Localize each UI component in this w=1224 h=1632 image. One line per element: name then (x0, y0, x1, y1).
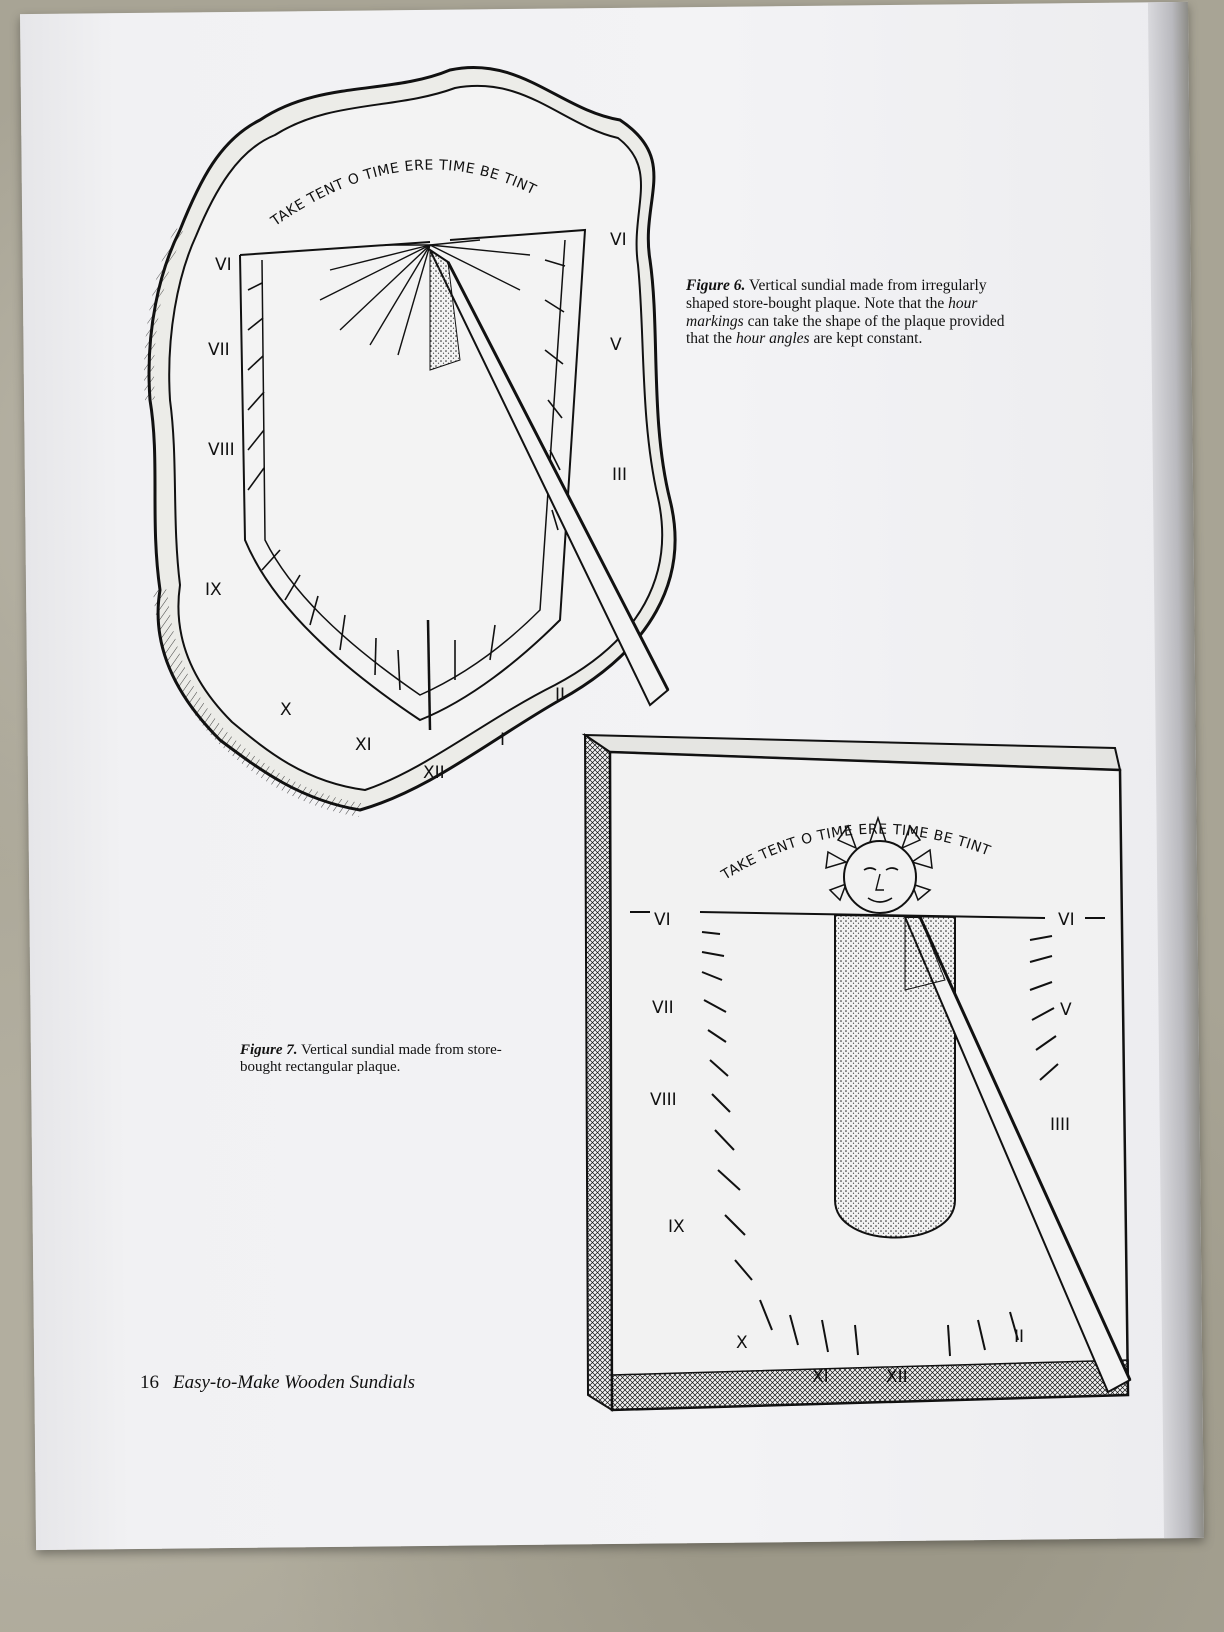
fig7-plaque-side (583, 733, 614, 1412)
fig7-numeral-vi-right: VI (1058, 910, 1075, 930)
fig6-numeral-x: X (280, 700, 292, 720)
figure-7-caption-text: Vertical sundial made from store-bought … (240, 1042, 502, 1076)
figure-6-caption-em1: hour markings (686, 294, 978, 330)
fig6-numeral-vi-right: VI (610, 230, 627, 250)
page-footer: 16 Easy-to-Make Wooden Sundials (140, 1372, 415, 1394)
fig6-numeral-ii: II (555, 685, 565, 705)
page-number: 16 (140, 1372, 159, 1393)
fig7-sun-face-icon (825, 815, 933, 914)
fig6-numeral-vi-left: VI (215, 255, 232, 275)
fig6-numeral-i: I (500, 730, 505, 750)
fig6-dial-outline (239, 228, 587, 722)
fig6-numeral-v: V (610, 335, 622, 355)
fig6-numeral-xii: XII (423, 763, 445, 783)
figure-7-caption: Figure 7. Vertical sundial made from sto… (240, 1042, 540, 1077)
fig7-numeral-vii: VII (652, 998, 674, 1018)
fig7-numeral-x: X (736, 1333, 748, 1353)
figure-6-caption-em2: hour angles (735, 330, 810, 348)
figure-6-caption: Figure 6. Vertical sundial made from irr… (686, 277, 1006, 348)
fig7-numeral-vi-left: VI (654, 910, 671, 930)
fig6-noon-line (426, 619, 432, 731)
fig6-numeral-ix: IX (205, 580, 222, 600)
running-title: Easy-to-Make Wooden Sundials (173, 1372, 416, 1393)
figure-6-label: Figure 6. (686, 277, 746, 294)
fig7-hour-ticks (701, 931, 1059, 1357)
fig7-numeral-viii: VIII (650, 1090, 677, 1110)
figure-6-caption-part1: Vertical sundial made from irregularly s… (686, 277, 987, 312)
fig7-numeral-ix: IX (668, 1217, 685, 1237)
fig6-numeral-vii: VII (208, 340, 230, 360)
fig6-numeral-iii: III (612, 465, 627, 485)
fig7-numeral-xii: XII (886, 1367, 908, 1387)
fig7-numeral-ii: II (1014, 1327, 1024, 1347)
fig7-numeral-xi: XI (812, 1367, 829, 1387)
figure-6-caption-part3: are kept constant. (809, 330, 923, 348)
figure-6-caption-part2: can take the shape of the plaque provide… (686, 312, 1005, 348)
fig7-shadow-region (834, 913, 956, 1239)
figure-7-label: Figure 7. (240, 1042, 298, 1058)
fig7-numeral-v: V (1060, 1000, 1072, 1020)
fig6-hour-lines (247, 259, 566, 691)
fig7-numeral-iiii: IIII (1050, 1115, 1070, 1135)
fig6-numeral-viii: VIII (208, 440, 235, 460)
fig6-numeral-xi: XI (355, 735, 372, 755)
